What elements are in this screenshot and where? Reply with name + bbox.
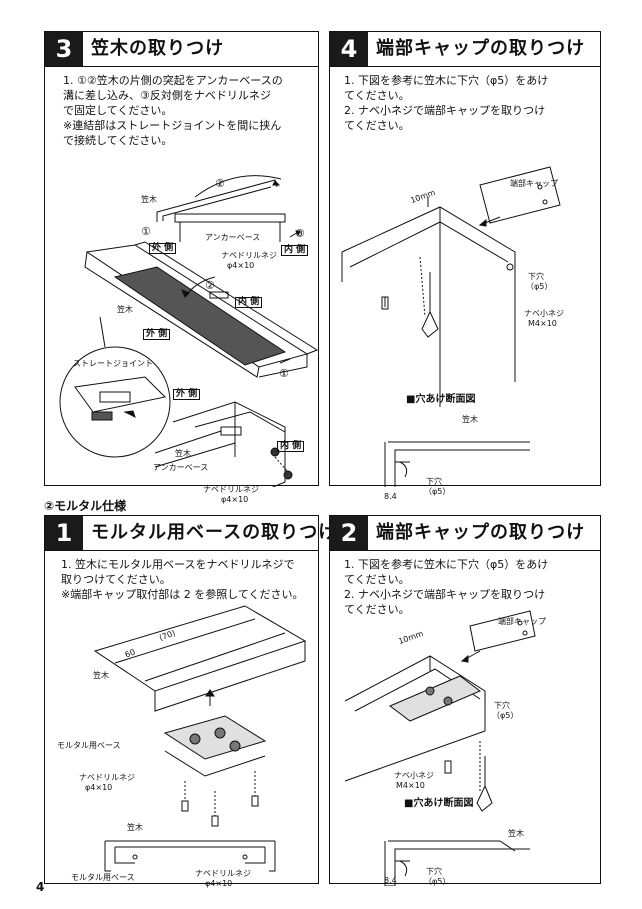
instructions: 1. 下図を参考に笠木に下穴（φ5）をあけ てください。 2. ナベ小ネジで端部… <box>344 558 549 616</box>
panel-title: モルタル用ベースの取りつけ <box>91 522 338 543</box>
instructions: 1. ①②笠木の片側の突起をアンカーベースの 溝に差し込み、③反対側をナベドリル… <box>63 74 283 147</box>
panel-header: 1 モルタル用ベースの取りつけ <box>45 516 336 551</box>
label-pilot-hole-size-2: （φ5） <box>424 877 451 886</box>
label-anchor-base-3: アンカーベース <box>153 463 209 472</box>
panel-header: 3 笠木の取りつけ <box>45 32 318 67</box>
label-kasagi-3: 笠木 <box>175 449 191 458</box>
panel-header: 2 端部キャップの取りつけ <box>330 516 600 551</box>
label-outside: 外 側 <box>149 243 177 254</box>
label-straight-joint: ストレートジョイント <box>73 359 153 368</box>
label-outside-2: 外 側 <box>143 329 171 340</box>
label-kasagi: 笠木 <box>508 829 524 838</box>
label-machine-screw: ナベ小ネジ <box>524 309 564 318</box>
label-kasagi: 笠木 <box>93 671 109 680</box>
label-screw-size: φ4×10 <box>85 783 113 792</box>
label-outside-3: 外 側 <box>173 389 201 400</box>
step-number: 4 <box>330 32 368 66</box>
mortar-base-illustration <box>93 605 307 872</box>
callout-2b: ② <box>205 279 215 292</box>
callout-1b: ① <box>279 367 289 380</box>
label-pilot-hole-2: 下穴 <box>426 867 442 876</box>
label-mortar-base-2: モルタル用ベース <box>71 873 135 882</box>
label-nabe-drill-screw-2: ナベドリルネジ <box>195 869 251 878</box>
callout-3: ③ <box>295 227 305 240</box>
label-pilot-hole-2: 下穴 <box>426 477 442 486</box>
label-pilot-hole: 下穴 <box>494 701 510 710</box>
kasagi-install-illustration <box>59 175 319 487</box>
end-cap-illustration <box>344 610 536 886</box>
panel-title: 端部キャップの取りつけ <box>376 38 586 59</box>
page-number: 4 <box>36 880 45 894</box>
label-inside: 内 側 <box>281 245 309 256</box>
step-number: 1 <box>45 516 83 550</box>
label-m4: M4×10 <box>396 781 425 790</box>
callout-2: ② <box>215 177 225 190</box>
panel-mortar-step2: 2 端部キャップの取りつけ 1. 下図を参考に笠木に下穴（φ5）をあけ てくださ… <box>329 515 601 886</box>
label-pilot-hole-size: （φ5） <box>526 282 553 291</box>
label-nabe-drill-screw: ナベドリルネジ <box>79 773 135 782</box>
panel-step3-kasagi: 3 笠木の取りつけ 1. ①②笠木の片側の突起をアンカーベースの 溝に差し込み、… <box>44 31 319 504</box>
step-number: 3 <box>45 32 83 66</box>
instructions: 1. 笠木にモルタル用ベースをナベドリルネジで 取りつけてください。 ※端部キャ… <box>61 558 304 601</box>
label-screw-size-3: φ4×10 <box>221 495 249 504</box>
label-pilot-hole-size-2: （φ5） <box>424 487 451 496</box>
label-machine-screw: ナベ小ネジ <box>394 771 434 780</box>
panel-title: 笠木の取りつけ <box>91 38 225 59</box>
label-kasagi-2: 笠木 <box>127 823 143 832</box>
label-mortar-base: モルタル用ベース <box>57 741 121 750</box>
label-screw-size: φ4×10 <box>227 261 255 270</box>
label-section-diagram: ■穴あけ断面図 <box>404 798 474 809</box>
step-number: 2 <box>330 516 368 550</box>
label-dim-8-4: 8.4 <box>384 876 397 885</box>
label-kasagi: 笠木 <box>141 195 157 204</box>
label-end-cap: 端部キャップ <box>498 617 546 626</box>
label-dim-8-4: 8.4 <box>384 492 397 501</box>
panel-title: 端部キャップの取りつけ <box>376 522 586 543</box>
section-heading: ②モルタル仕様 <box>44 499 127 513</box>
panel-mortar-step1: 1 モルタル用ベースの取りつけ 1. 笠木にモルタル用ベースをナベドリルネジで … <box>44 515 336 888</box>
label-nabe-drill-screw: ナベドリルネジ <box>221 251 277 260</box>
panel-header: 4 端部キャップの取りつけ <box>330 32 600 67</box>
label-inside-3: 内 側 <box>277 441 305 452</box>
label-section-diagram: ■穴あけ断面図 <box>406 394 476 405</box>
label-nabe-drill-screw-3: ナベドリルネジ <box>203 485 259 494</box>
label-kasagi: 笠木 <box>462 415 478 424</box>
label-end-cap: 端部キャップ <box>510 179 558 188</box>
end-cap-illustration <box>341 166 561 487</box>
panel-step4-end-cap: 4 端部キャップの取りつけ 1. 下図を参考に笠木に下穴（φ5）をあけ てくださ… <box>329 31 601 501</box>
label-anchor-base: アンカーベース <box>205 233 261 242</box>
callout-1: ① <box>141 225 151 238</box>
label-pilot-hole-size: （φ5） <box>492 711 519 720</box>
instructions: 1. 下図を参考に笠木に下穴（φ5）をあけ てください。 2. ナベ小ネジで端部… <box>344 74 549 132</box>
label-pilot-hole: 下穴 <box>528 272 544 281</box>
label-inside-2: 内 側 <box>235 297 263 308</box>
label-kasagi-2: 笠木 <box>117 305 133 314</box>
label-screw-size-2: φ4×10 <box>205 879 233 888</box>
label-m4: M4×10 <box>528 319 557 328</box>
